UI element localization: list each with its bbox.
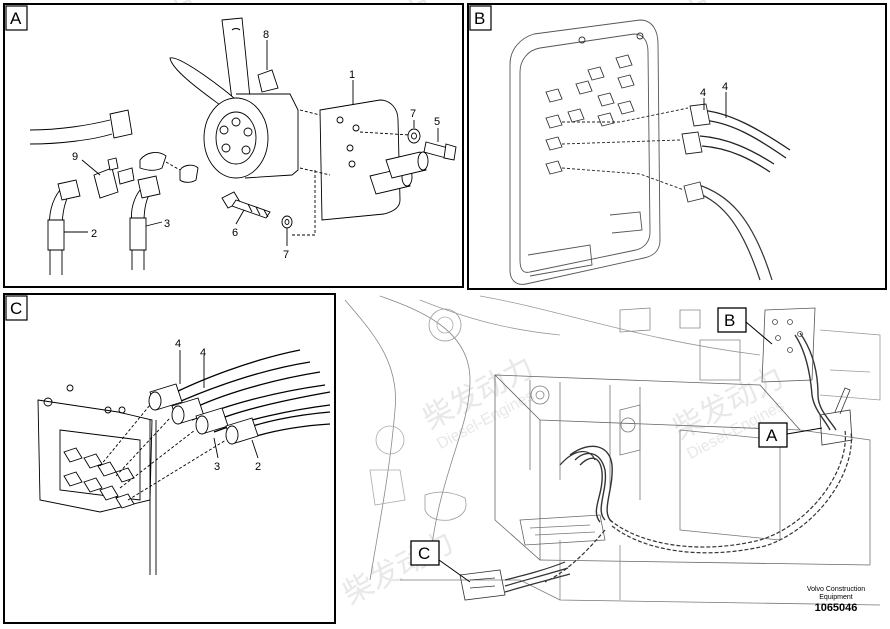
panel-c-part-labels: 4 4 3 2 xyxy=(175,338,261,473)
panel-c-letter: C xyxy=(10,299,22,318)
part-number-label: 3 xyxy=(214,461,220,473)
part-number-label: 2 xyxy=(91,228,97,240)
drawing-caption: Volvo Construction Equipment 1065046 xyxy=(807,586,865,614)
callout-c-letter: C xyxy=(418,544,430,563)
watermark-chinese: 柴发动力 xyxy=(338,526,459,611)
panel-a-part-labels: 8 1 7 5 9 2 3 6 7 xyxy=(72,29,440,261)
part-number-label: 1 xyxy=(349,69,355,81)
part-number-label: 2 xyxy=(255,461,261,473)
part-number-label: 4 xyxy=(175,338,181,350)
joystick-assembly-drawing xyxy=(29,17,457,275)
company-name-line1: Volvo Construction xyxy=(807,586,865,593)
valve-block-drawing xyxy=(509,19,791,285)
part-number-label: 5 xyxy=(434,116,440,128)
callout-a-letter: A xyxy=(766,426,778,445)
overview-callouts: B A C xyxy=(410,307,823,583)
connector-block-drawing xyxy=(37,349,331,575)
part-number-label: 4 xyxy=(200,347,206,359)
part-number-label: 7 xyxy=(283,249,289,261)
part-number-label: 6 xyxy=(232,227,238,239)
part-number-label: 3 xyxy=(164,218,170,230)
callout-b-letter: B xyxy=(724,311,735,330)
part-number-label: 9 xyxy=(72,151,78,163)
part-number-label: 7 xyxy=(410,108,416,120)
drawing-number: 1065046 xyxy=(815,602,858,614)
panel-c: C xyxy=(3,293,336,624)
part-number-label: 8 xyxy=(263,29,269,41)
panel-a: A xyxy=(3,3,464,288)
panel-b-letter: B xyxy=(474,9,485,28)
overview-machine-drawing xyxy=(344,295,881,606)
company-name-line2: Equipment xyxy=(819,594,853,601)
part-number-label: 4 xyxy=(700,87,706,99)
panel-b-part-labels: 4 4 xyxy=(700,81,728,99)
part-number-label: 4 xyxy=(722,81,728,93)
panel-b: B xyxy=(467,3,887,290)
panel-a-letter: A xyxy=(10,9,22,28)
